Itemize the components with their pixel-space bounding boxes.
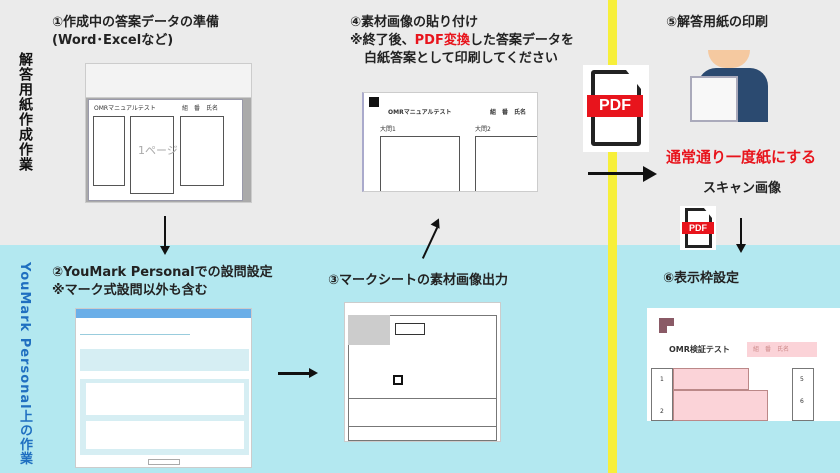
person-holding-paper-illustration: [690, 50, 770, 122]
step4-line1: ④素材画像の貼り付け: [350, 15, 479, 30]
step4-line3: 白紙答案として印刷してください: [364, 51, 558, 66]
scan-image-label: スキャン画像: [703, 181, 782, 196]
omr-title: OMRマニュアルテスト: [388, 109, 452, 116]
omr-paste-screenshot: OMRマニュアルテスト 組 番 氏名 大問1 大問2: [362, 92, 538, 192]
arrow-head-5: [736, 244, 746, 253]
pdf-label: PDF: [587, 95, 643, 117]
step5-title: ⑤解答用紙の印刷: [666, 15, 769, 30]
step4-line2-pre: ※終了後、: [350, 33, 415, 48]
pdf-icon-small: PDF: [680, 206, 716, 250]
step4-title: ④素材画像の貼り付け ※終了後、PDF変換した答案データを 白紙答案として印刷し…: [350, 14, 574, 68]
marksheet-screenshot: [344, 302, 501, 442]
section-label-top: 解答用紙作成作業: [17, 52, 33, 172]
paper-note: 通常通り一度紙にする: [666, 148, 817, 166]
step2-line1: ②YouMark Personalでの設問設定: [52, 265, 273, 280]
frame-row-1: 1: [660, 376, 664, 383]
divider-line: [608, 0, 617, 473]
excel-title: OMRマニュアルテスト: [94, 105, 156, 112]
frame-name: 組 番 氏名: [753, 346, 790, 353]
frame-title: OMR検証テスト: [669, 345, 730, 354]
arrow-head-2: [309, 368, 318, 378]
arrow-right-4: [588, 172, 644, 175]
arrow-right-2: [278, 372, 310, 375]
omr-q2: 大問2: [475, 126, 491, 133]
page-watermark: 1ページ: [138, 144, 178, 157]
step4-line2: ※終了後、PDF変換した答案データを: [350, 32, 574, 50]
excel-screenshot: OMRマニュアルテスト 組 番 氏名 1ページ: [85, 63, 252, 203]
arrow-head-4: [643, 166, 657, 182]
step1-line2: (Word･Excelなど): [52, 33, 174, 48]
excel-name: 組 番 氏名: [182, 105, 219, 112]
step1-title: ①作成中の答案データの準備 (Word･Excelなど): [52, 14, 219, 50]
display-frame-screenshot: OMR検証テスト 組 番 氏名 1 2 5 6: [647, 308, 840, 421]
arrow-head-1: [160, 246, 170, 255]
frame-side-5: 5: [800, 376, 804, 383]
frame-side-6: 6: [800, 398, 804, 405]
section-label-bottom: YouMark Personal上の作業: [17, 262, 32, 466]
omr-name: 組 番 氏名: [490, 109, 527, 116]
omr-q1: 大問1: [380, 126, 396, 133]
pdf-label-small: PDF: [682, 222, 714, 234]
youmark-screenshot: [75, 308, 252, 468]
arrow-down-5: [740, 218, 742, 246]
pdf-icon-large: PDF: [583, 65, 649, 152]
step2-title: ②YouMark Personalでの設問設定 ※マーク式設問以外も含む: [52, 264, 273, 300]
step6-title: ⑥表示枠設定: [663, 271, 740, 286]
pdf-convert-highlight: PDF変換: [414, 33, 470, 48]
step1-line1: ①作成中の答案データの準備: [52, 15, 220, 30]
step2-line2: ※マーク式設問以外も含む: [52, 283, 208, 298]
step4-line2-post: した答案データを: [469, 33, 574, 48]
arrow-down-1: [164, 216, 166, 248]
step3-title: ③マークシートの素材画像出力: [328, 273, 509, 288]
frame-row-2: 2: [660, 408, 664, 415]
